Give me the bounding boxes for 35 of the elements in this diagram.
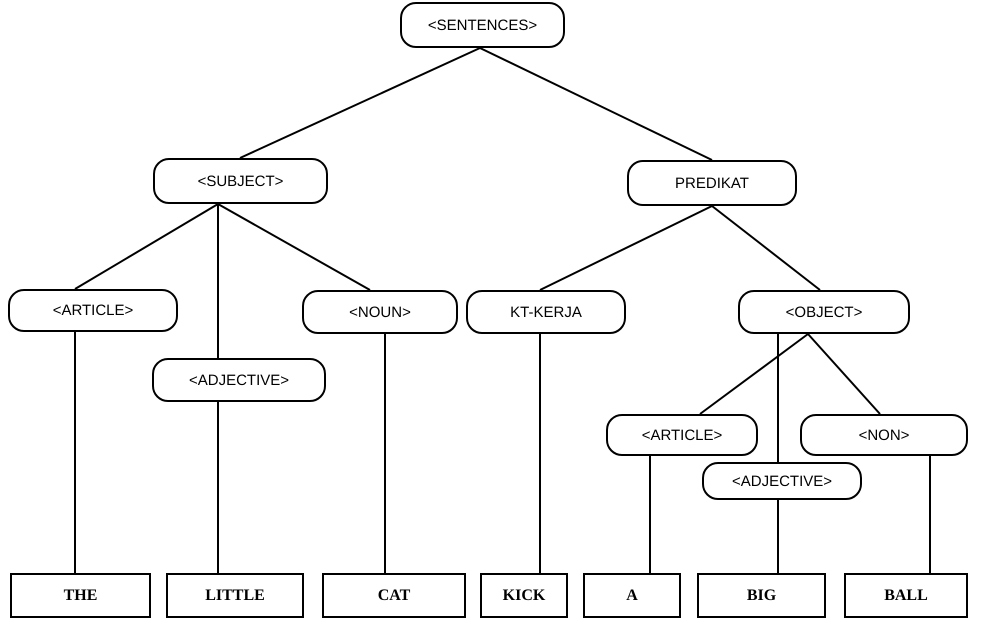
category-node: <ARTICLE> xyxy=(606,414,758,456)
category-node: <ARTICLE> xyxy=(8,289,178,332)
word-box: A xyxy=(583,573,681,618)
category-node: PREDIKAT xyxy=(627,160,797,206)
category-node: <SUBJECT> xyxy=(153,158,328,204)
category-node: KT-KERJA xyxy=(466,290,626,334)
tree-line xyxy=(777,334,779,462)
category-node: <NON> xyxy=(800,414,968,456)
tree-line xyxy=(699,333,809,415)
tree-line xyxy=(540,205,712,291)
tree-line xyxy=(217,402,219,573)
word-box: KICK xyxy=(480,573,568,618)
category-node: <ADJECTIVE> xyxy=(702,462,862,500)
category-node: <ADJECTIVE> xyxy=(152,358,326,402)
tree-line xyxy=(384,334,386,573)
tree-line xyxy=(649,456,651,573)
word-box: LITTLE xyxy=(166,573,304,618)
tree-line xyxy=(240,47,480,159)
tree-line xyxy=(480,47,712,161)
category-node: <NOUN> xyxy=(302,290,458,334)
category-node: <SENTENCES> xyxy=(400,2,565,48)
tree-line xyxy=(74,332,76,573)
word-box: THE xyxy=(10,573,151,618)
tree-line xyxy=(74,203,219,290)
word-box: CAT xyxy=(322,573,466,618)
category-node: <OBJECT> xyxy=(738,290,910,334)
tree-line xyxy=(539,334,541,573)
word-box: BALL xyxy=(844,573,968,618)
tree-line xyxy=(929,456,931,573)
tree-line xyxy=(807,333,881,415)
tree-line xyxy=(777,500,779,573)
tree-line xyxy=(218,203,370,291)
tree-line xyxy=(711,205,821,291)
word-box: BIG xyxy=(697,573,826,618)
tree-line xyxy=(217,204,219,358)
